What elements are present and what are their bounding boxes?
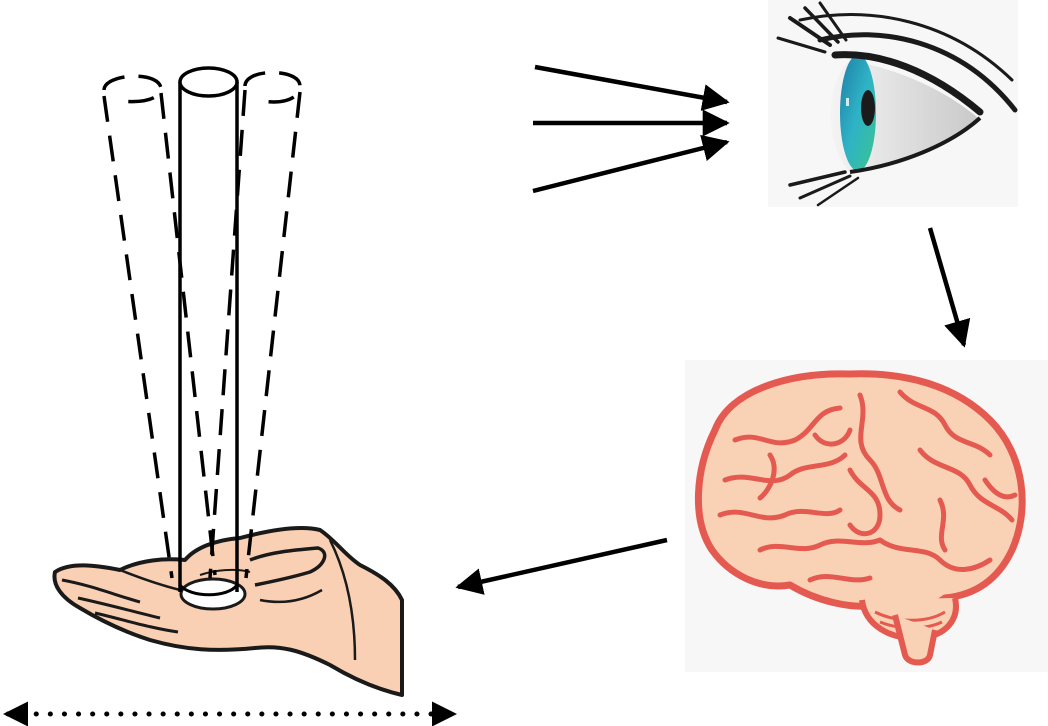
stick-tilt-right	[208, 70, 302, 579]
stick-tilt-left	[102, 74, 217, 579]
hand-icon	[52, 526, 404, 697]
arrows-to-eye	[532, 64, 730, 194]
arrow-brain-to-hand	[455, 537, 668, 595]
stick-on-hand	[3, 66, 457, 726]
brain-panel	[685, 360, 1048, 672]
arrow-to-eye-bottom	[532, 134, 730, 194]
brain-icon	[695, 370, 1026, 666]
arrow-to-eye-top	[534, 64, 730, 111]
eye-icon	[776, 1, 1018, 207]
arrow-eye-to-brain	[927, 227, 971, 348]
balancing-stick-icon	[178, 66, 239, 597]
eye-panel	[768, 0, 1018, 207]
